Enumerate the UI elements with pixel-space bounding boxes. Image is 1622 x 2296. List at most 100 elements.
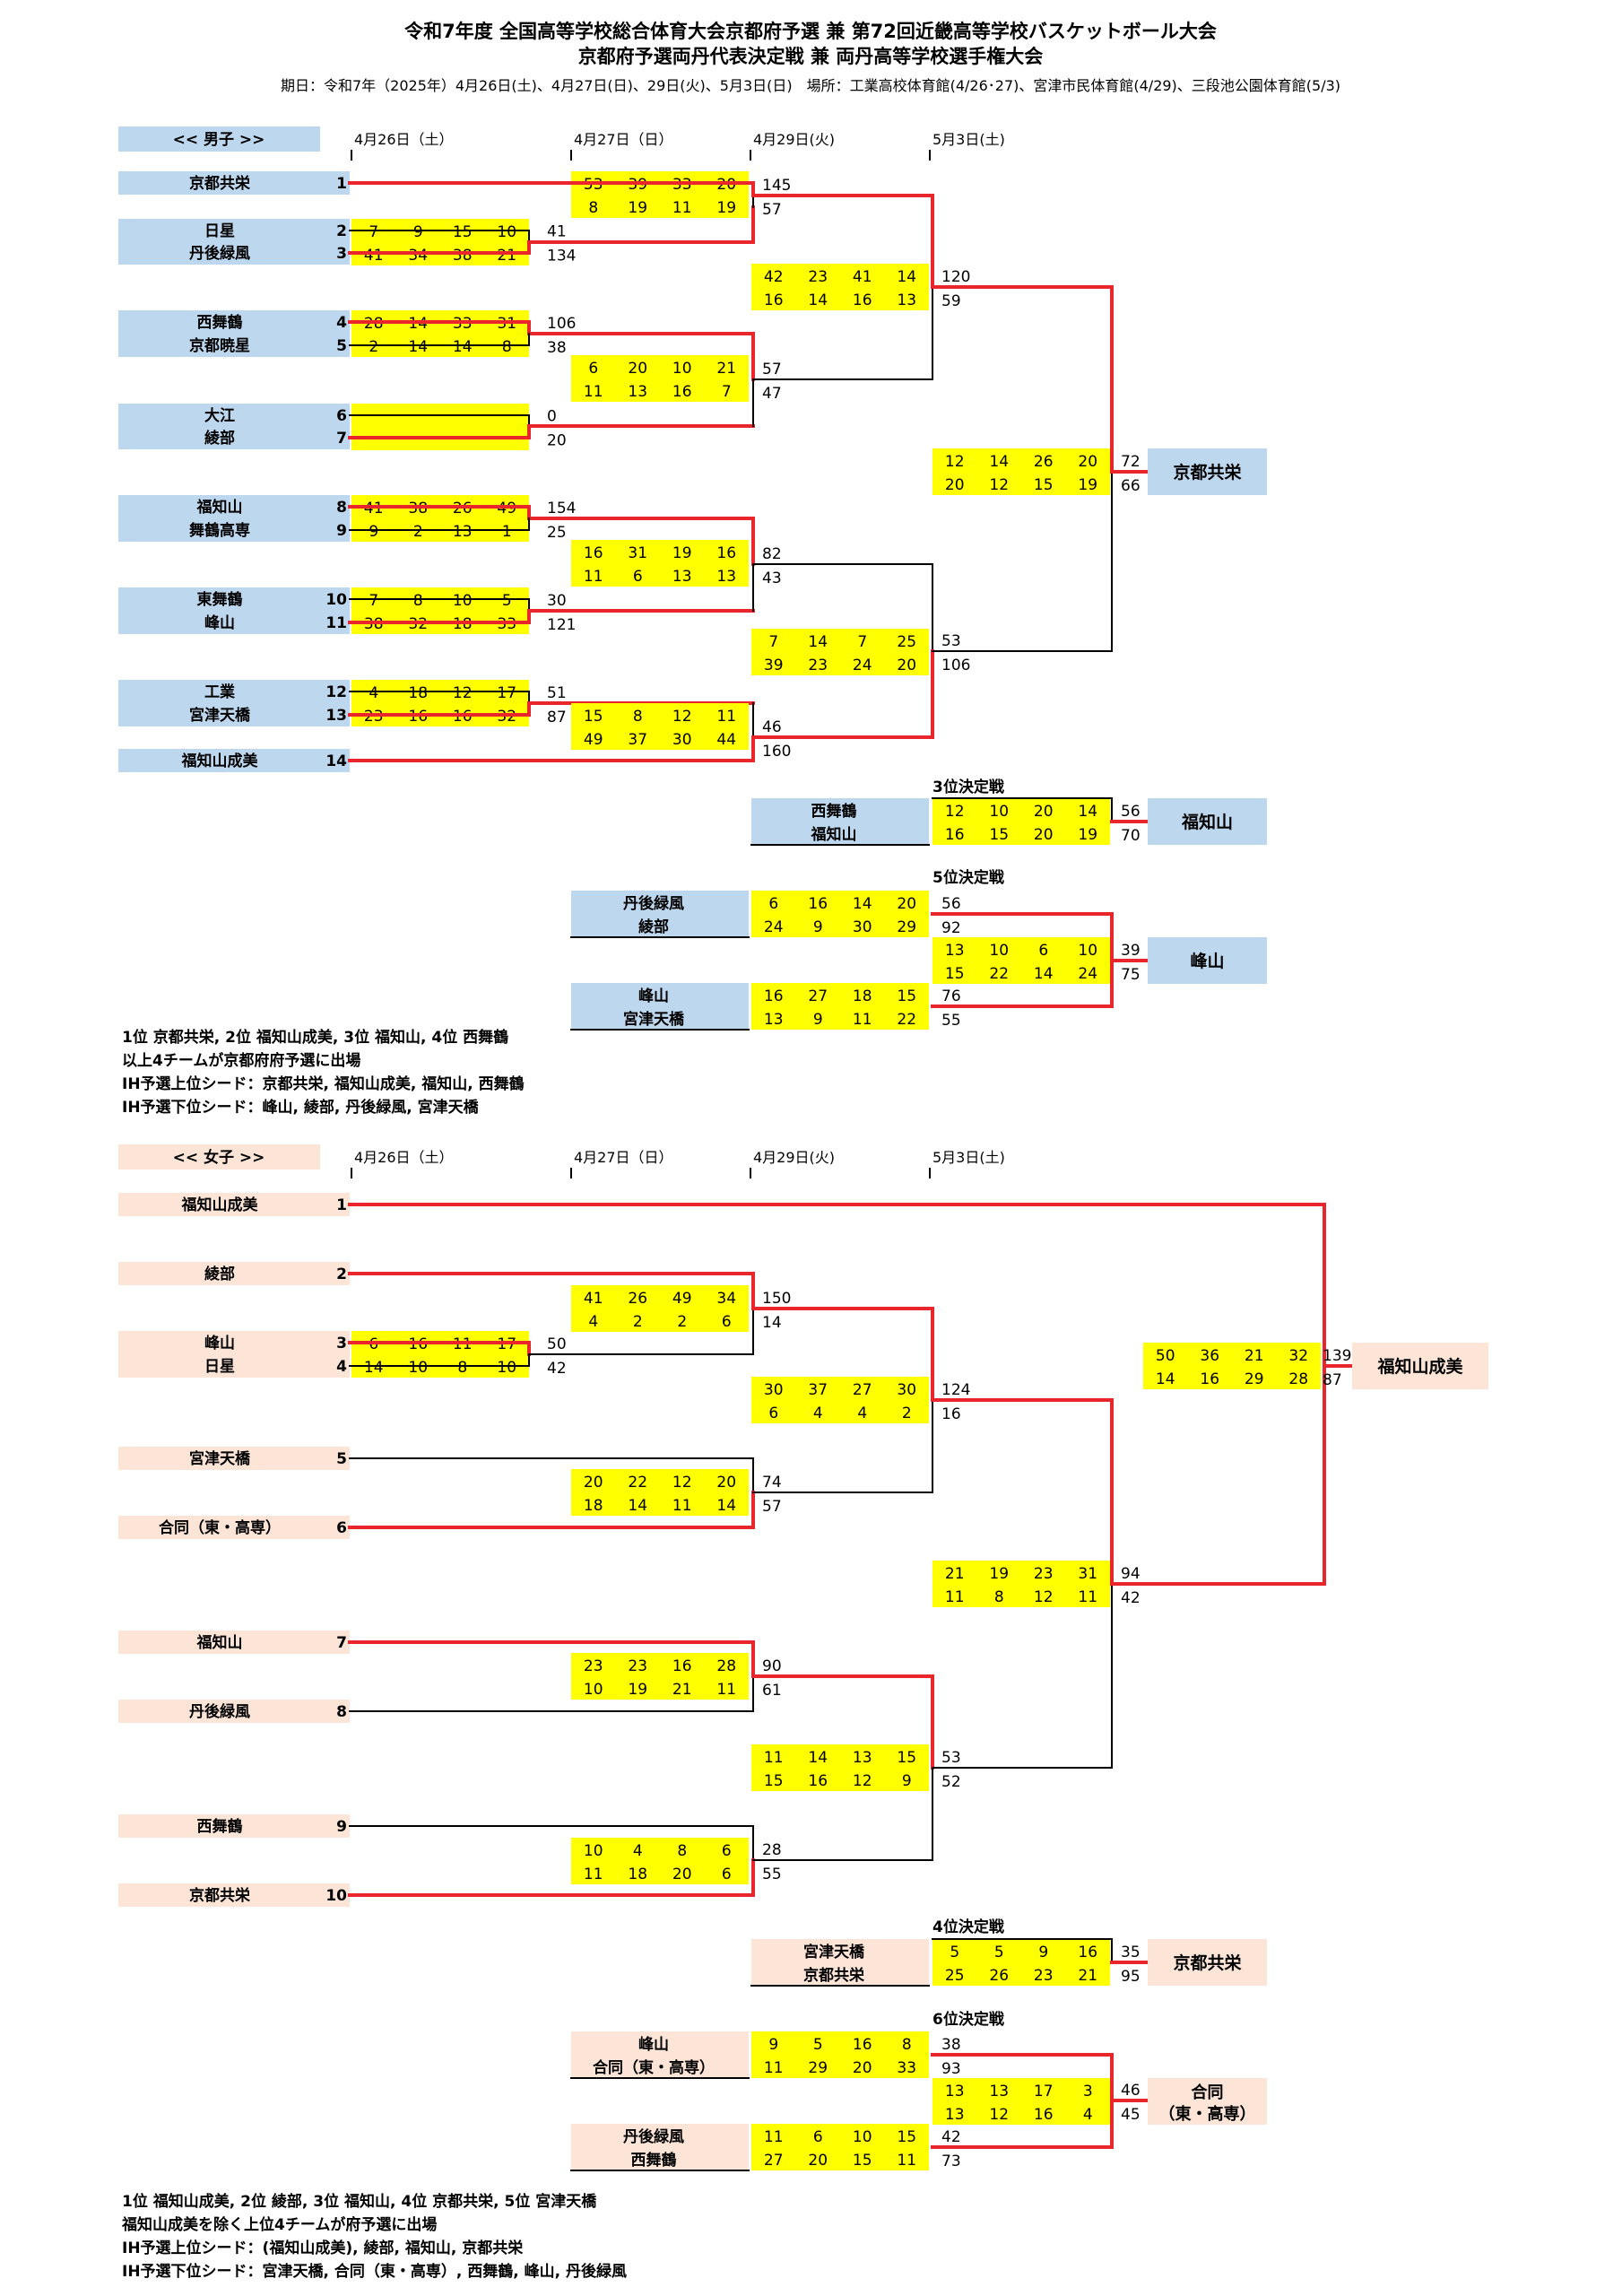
quarter-score: 25	[897, 633, 916, 651]
quarter-score: 5	[813, 2036, 823, 2054]
quarter-score: 11	[897, 2152, 916, 2170]
score-block	[351, 310, 529, 357]
seed-number: 13	[325, 707, 347, 725]
quarter-score: 26	[1034, 453, 1054, 471]
quarter-score: 26	[628, 1290, 647, 1308]
total-score: 74	[762, 1474, 782, 1492]
event-info: 期日：令和7年（2025年）4月26日(土)、4月27日(日)、29日(火)、5…	[281, 77, 1340, 94]
seed-number: 5	[336, 1450, 347, 1468]
score-block	[932, 1561, 1110, 1607]
winner-name: （東・高専）	[1159, 2104, 1256, 2124]
quarter-score: 9	[813, 1011, 823, 1029]
team-box	[118, 1193, 350, 1216]
quarter-score: 6	[1038, 942, 1048, 960]
seed-number: 4	[336, 314, 347, 332]
seed-number: 9	[336, 1818, 347, 1836]
quarter-score: 4	[1083, 2106, 1093, 2124]
seed-number: 1	[336, 175, 347, 193]
quarter-score: 15	[897, 1749, 916, 1767]
bracket-line-winner	[751, 1674, 934, 1770]
quarter-score: 30	[764, 1381, 784, 1399]
quarter-score: 14	[408, 338, 428, 356]
seed-number: 6	[336, 1519, 347, 1537]
quarter-score: 37	[808, 1381, 828, 1399]
quarter-score: 6	[722, 1313, 732, 1331]
team-name: 峰山	[204, 613, 235, 632]
bracket-line	[349, 1457, 754, 1493]
quarter-score: 18	[584, 1497, 603, 1515]
score-block	[351, 1331, 529, 1378]
total-score: 87	[547, 709, 567, 726]
total-score: 56	[1121, 803, 1141, 821]
girls-label: << 女子 >>	[173, 1148, 265, 1167]
seed-number: 7	[336, 430, 347, 448]
total-score: 70	[1121, 827, 1141, 845]
quarter-score: 8	[502, 338, 512, 356]
quarter-score: 23	[1034, 1967, 1054, 1985]
bracket-line	[349, 598, 530, 612]
quarter-score: 13	[945, 942, 965, 960]
quarter-score: 20	[808, 2152, 828, 2170]
quarter-score: 16	[1034, 2106, 1054, 2124]
score-block	[932, 2078, 1110, 2125]
seed-number: 14	[325, 752, 347, 770]
score-block	[751, 1377, 929, 1423]
quarter-score: 7	[369, 223, 378, 241]
team-name: 西舞鶴	[197, 313, 243, 332]
quarter-score: 31	[628, 544, 647, 562]
total-score: 145	[762, 177, 791, 195]
team-box	[118, 426, 350, 449]
total-score: 76	[941, 987, 961, 1005]
team-box	[118, 1262, 350, 1285]
quarter-score: 39	[764, 657, 784, 674]
quarter-score: 27	[853, 1381, 872, 1399]
bracket-line	[349, 1825, 754, 1861]
bracket-line	[349, 1353, 530, 1367]
pair-box	[571, 983, 749, 1030]
winner-name: 福知山成美	[1376, 1356, 1463, 1377]
total-score: 57	[762, 1498, 782, 1516]
quarter-score: 29	[897, 918, 916, 936]
quarter-score: 10	[853, 2128, 872, 2146]
score-block	[932, 937, 1110, 984]
total-score: 20	[547, 432, 567, 450]
team-name: 合同（東・高専）	[159, 1518, 281, 1537]
total-score: 75	[1121, 966, 1141, 984]
bracket-line	[349, 333, 530, 346]
quarter-score: 6	[768, 1405, 778, 1422]
seed-number: 8	[336, 1703, 347, 1721]
total-score: 47	[762, 385, 782, 403]
quarter-score: 29	[1245, 1370, 1264, 1388]
quarter-score: 6	[722, 1866, 732, 1883]
bracket-line-winner	[348, 181, 755, 197]
quarter-score: 9	[369, 523, 378, 541]
team-name: 京都暁星	[189, 336, 250, 355]
boys-label: << 男子 >>	[173, 131, 265, 149]
quarter-score: 1	[502, 523, 512, 541]
quarter-score: 6	[768, 895, 778, 913]
bracket-line-winner	[931, 1398, 1114, 1586]
winner-name: 京都共栄	[1173, 462, 1242, 483]
team-name: 京都共栄	[803, 1966, 865, 1985]
bracket-line	[349, 414, 530, 427]
quarter-score: 4	[588, 1313, 598, 1331]
quarter-score: 10	[672, 360, 692, 378]
quarter-score: 14	[989, 453, 1009, 471]
quarter-score: 19	[1078, 476, 1097, 494]
quarter-score: 23	[628, 1657, 647, 1675]
page-subtitle: 京都府予選両丹代表決定戦 兼 両丹高等学校選手権大会	[578, 46, 1044, 67]
team-name: 福知山成美	[181, 1196, 259, 1214]
team-name: 丹後緑風	[623, 2127, 684, 2146]
quarter-score: 9	[413, 223, 423, 241]
bracket-line	[752, 563, 933, 652]
quarter-score: 24	[764, 918, 784, 936]
quarter-score: 20	[853, 2059, 872, 2077]
total-score: 0	[547, 408, 557, 426]
team-name: 福知山	[811, 825, 857, 844]
team-name: 丹後緑風	[623, 894, 684, 913]
score-block	[571, 1653, 749, 1700]
bracket-line	[932, 1583, 1113, 1769]
quarter-score: 10	[989, 942, 1009, 960]
total-score: 42	[941, 2128, 961, 2146]
quarter-score: 15	[853, 2152, 872, 2170]
